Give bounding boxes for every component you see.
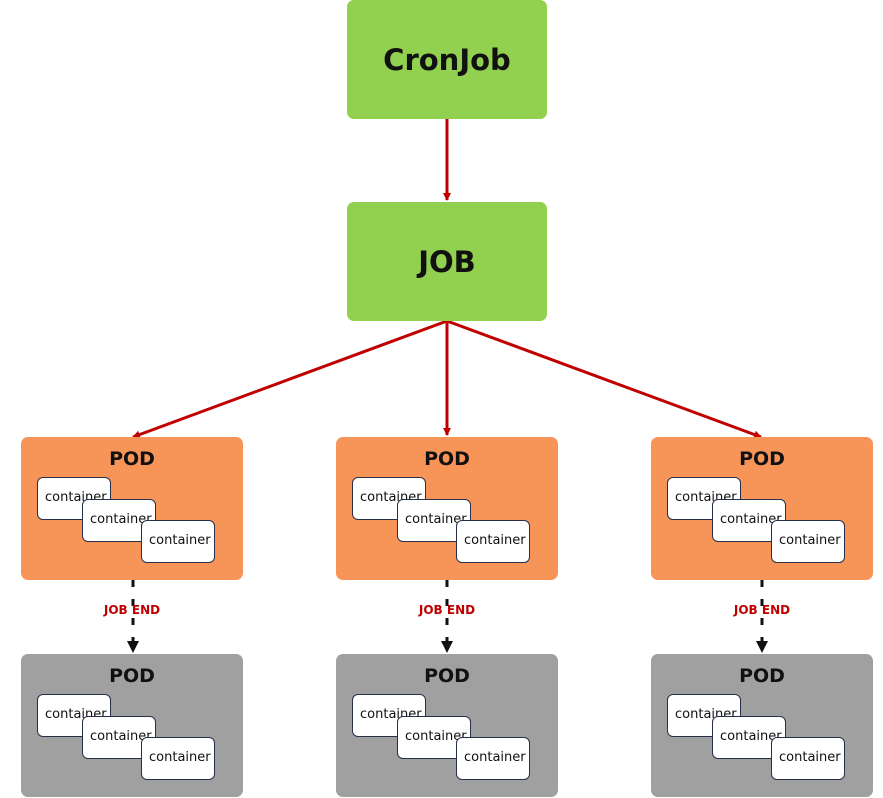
finished-pod-2: POD container container container [336, 654, 558, 797]
job-end-label-2: JOB END [418, 603, 476, 617]
active-pod-2: POD container container container [336, 437, 558, 580]
pod-title: POD [424, 665, 470, 687]
container-box: container [456, 737, 530, 780]
pod-title: POD [109, 448, 155, 470]
pod-title: POD [739, 665, 785, 687]
container-box: container [771, 520, 845, 563]
active-pod-3: POD container container container [651, 437, 873, 580]
arrow-job-to-pod-1 [132, 319, 448, 439]
finished-pod-1: POD container container container [21, 654, 243, 797]
job-end-label-1: JOB END [103, 603, 161, 617]
arrow-job-to-pod-3 [446, 319, 762, 439]
pod-title: POD [109, 665, 155, 687]
container-box: container [141, 520, 215, 563]
cronjob-node: CronJob [347, 0, 547, 119]
job-end-label-3: JOB END [733, 603, 791, 617]
container-box: container [667, 694, 741, 737]
job-node: JOB [347, 202, 547, 321]
pod-title: POD [424, 448, 470, 470]
container-box: container [456, 520, 530, 563]
container-box: container [352, 694, 426, 737]
container-box: container [771, 737, 845, 780]
active-pod-1: POD container container container [21, 437, 243, 580]
finished-pod-3: POD container container container [651, 654, 873, 797]
pod-title: POD [739, 448, 785, 470]
job-label: JOB [418, 244, 476, 279]
container-box: container [141, 737, 215, 780]
cronjob-label: CronJob [383, 42, 511, 77]
